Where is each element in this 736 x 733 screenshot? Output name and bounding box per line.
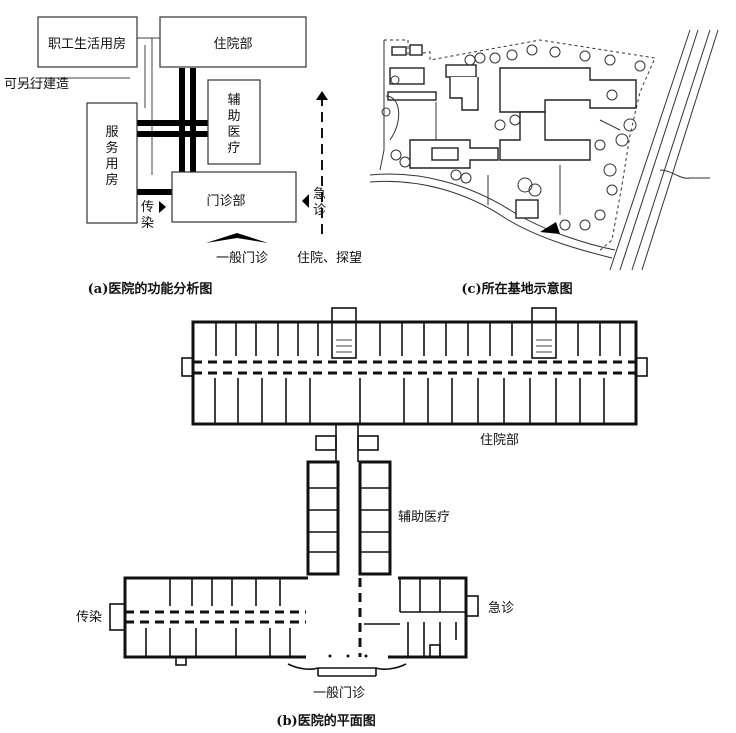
auxiliary-medical-block: 辅助医疗	[306, 460, 450, 576]
plan-emergency-label: 急诊	[488, 601, 514, 616]
auxiliary-label-4: 疗	[227, 141, 240, 156]
service-rooms-label-4: 房	[105, 172, 118, 188]
plan-infectious-label: 传染	[76, 610, 102, 625]
auxiliary-label-2: 助	[227, 109, 240, 124]
plan-general-outpatient-label: 一般门诊	[313, 685, 365, 701]
service-rooms-label-2: 务	[105, 140, 118, 156]
caption-b: (b)医院的平面图	[276, 713, 375, 729]
floor-plan: 住院部 辅助医疗	[76, 307, 648, 729]
staff-housing-label: 职工生活用房	[48, 36, 126, 52]
thick-connection-lines	[136, 68, 208, 195]
outpatient-wing: 传染 急诊 一般门诊	[76, 576, 514, 701]
site-diagram: (c)所在基地示意图	[369, 29, 719, 297]
emergency-label-2: 诊	[313, 203, 326, 218]
auxiliary-label-3: 医	[227, 125, 240, 140]
thin-connection-lines	[28, 37, 160, 175]
inpatient-box	[159, 16, 307, 68]
infectious-arrow-icon	[159, 201, 166, 213]
service-rooms-label-3: 用	[105, 157, 118, 172]
emergency-label-1: 急	[313, 187, 326, 202]
auxiliary-label-1: 辅	[227, 93, 240, 108]
infectious-label-2: 染	[141, 216, 154, 231]
inpatient-wing: 住院部	[181, 307, 648, 448]
site-entrance-arrow-icon	[540, 222, 560, 234]
general-outpatient-arrow-icon	[206, 233, 268, 243]
general-outpatient-label: 一般门诊	[216, 250, 268, 266]
outpatient-box	[171, 171, 297, 223]
staff-housing-box	[37, 16, 138, 68]
caption-a: (a)医院的功能分析图	[88, 281, 213, 297]
plan-auxiliary-label: 辅助医疗	[398, 510, 450, 525]
build-separately-label: 可另行建造	[4, 77, 69, 92]
infectious-label-1: 传	[141, 200, 154, 215]
connector-corridor	[315, 424, 379, 462]
visit-arrow-icon	[316, 91, 328, 100]
service-rooms-label-1: 服	[105, 125, 118, 140]
caption-c: (c)所在基地示意图	[461, 281, 572, 297]
emergency-arrow-icon	[302, 194, 309, 208]
auxiliary-medical-box	[207, 79, 261, 165]
functional-analysis-diagram: 职工生活用房 住院部 可另行建造 服 务 用 房 辅 助 医 疗 门诊部 传 染…	[4, 16, 362, 297]
outpatient-label: 门诊部	[206, 194, 245, 209]
inpatient-visit-label: 住院、探望	[297, 250, 362, 266]
inpatient-label: 住院部	[213, 37, 252, 52]
service-rooms-box	[86, 102, 138, 224]
plan-inpatient-label: 住院部	[480, 433, 519, 448]
